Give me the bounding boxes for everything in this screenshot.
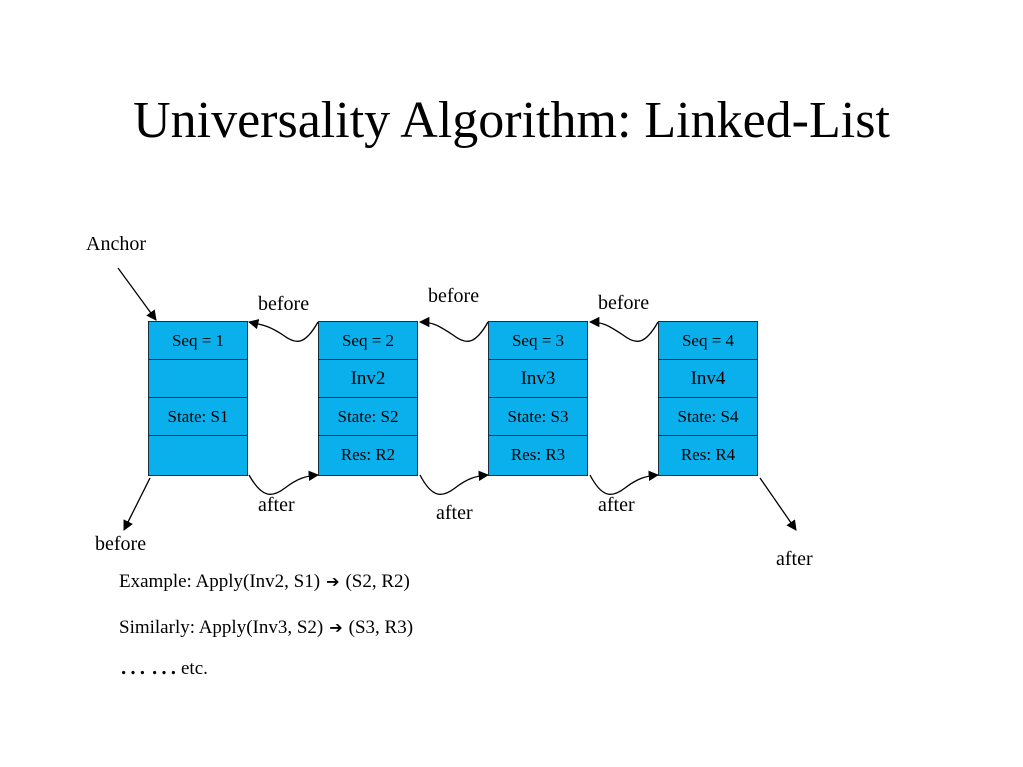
node-state: State: S1 [149,398,247,436]
node-inv: Inv4 [659,360,757,398]
before-link-4 [588,316,659,342]
before-label: before [428,285,480,307]
implies-arrow-icon: ➔ [326,572,340,591]
head-before-label: before [95,533,147,555]
list-node-4: Seq = 4 Inv4 State: S4 Res: R4 [658,321,758,476]
node-res: Res: R3 [510,445,566,464]
after-label: after [258,494,295,516]
node-inv: Inv3 [489,360,587,398]
node-seq: Seq = 3 [489,322,587,360]
slide-title: Universality Algorithm: Linked-List [133,92,890,149]
etc-note: ……etc. [119,652,208,680]
similarly-note: Similarly: Apply(Inv3, S2) ➔ (S3, R3) [119,618,413,637]
node-seq: Seq = 1 [149,322,247,360]
similarly-text: Similarly: Apply(Inv3, S2) [119,617,324,638]
ellipsis-dots: …… [119,650,181,681]
example-result: (S2, R2) [345,571,410,592]
node-state: State: S3 [489,398,587,436]
before-link-3 [418,316,489,342]
after-label: after [598,494,635,516]
after-link-3 [589,470,660,495]
node-inv: Inv2 [319,360,417,398]
node-res: Res: R4 [680,445,736,464]
before-link-2 [247,319,319,342]
after-link-1 [248,470,320,495]
tail-after-arrow [759,477,797,531]
anchor-label: Anchor [86,233,146,255]
list-node-1: Seq = 1 State: S1 [148,321,248,476]
anchor-arrow [117,267,157,321]
node-seq: Seq = 2 [319,322,417,360]
node-seq: Seq = 4 [659,322,757,360]
head-before-arrow [123,477,151,531]
node-res [149,436,247,474]
similarly-result: (S3, R3) [348,617,414,638]
node-inv [149,360,247,398]
etc-text: etc. [181,658,208,679]
list-node-2: Seq = 2 Inv2 State: S2 Res: R2 [318,321,418,476]
node-state: State: S4 [659,398,757,436]
after-label: after [436,502,473,524]
after-link-2 [419,470,490,495]
before-label: before [598,292,650,314]
example-note: Example: Apply(Inv2, S1) ➔ (S2, R2) [119,572,410,591]
tail-after-label: after [776,548,813,570]
node-res: Res: R2 [340,445,396,464]
example-text: Example: Apply(Inv2, S1) [119,571,321,592]
implies-arrow-icon: ➔ [329,618,343,637]
node-state: State: S2 [319,398,417,436]
before-label: before [258,293,310,315]
list-node-3: Seq = 3 Inv3 State: S3 Res: R3 [488,321,588,476]
